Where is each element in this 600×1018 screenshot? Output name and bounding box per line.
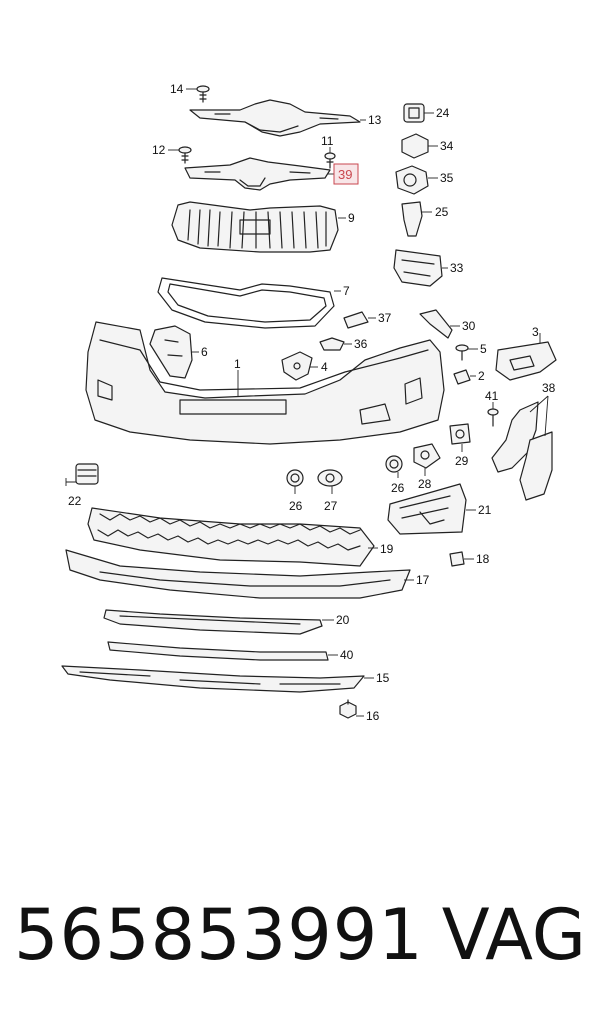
callout-9: 9 [348,211,355,225]
part-14-screw: 14 [170,82,210,103]
callout-27: 27 [324,499,338,513]
part-29-holder: 29 [449,423,471,468]
part-9-grille: 9 [171,201,355,253]
part-26-parking-sensor-left: 26 [286,469,304,513]
callout-29: 29 [455,454,469,468]
callout-14: 14 [170,82,184,96]
callout-3: 3 [532,325,539,339]
callout-22: 22 [68,494,82,508]
part-39-bracket: 39 [184,157,359,191]
callout-24: 24 [436,106,450,120]
part-34-sensor: 34 [401,133,454,159]
part-37-cap: 37 [343,311,392,329]
callout-25: 25 [435,205,449,219]
callout-37: 37 [378,311,392,325]
part-27-sensor-ring: 27 [317,469,343,513]
callout-39-highlight-box [333,163,359,185]
callout-4: 4 [321,360,328,374]
part-38-mounts: 38 [491,381,556,501]
callout-2: 2 [478,369,485,383]
callout-19: 19 [380,542,394,556]
callout-41: 41 [485,389,499,403]
part-3-bracket: 3 [495,325,557,381]
callout-6: 6 [201,345,208,359]
part-22-clips: 22 [65,463,99,508]
part-17-spoiler: 17 [65,549,430,599]
callout-39: 39 [338,167,352,182]
part-26-parking-sensor-right: 26 [385,455,405,495]
callout-12: 12 [152,143,166,157]
callout-5: 5 [480,342,487,356]
callout-30: 30 [462,319,476,333]
part-16-screw: 16 [339,699,380,723]
part-30-guide: 30 [419,309,476,339]
part-28-holder: 28 [413,443,441,491]
part-7-grille-frame: 7 [157,277,350,329]
part-5-screw: 5 [455,342,487,361]
callout-28: 28 [418,477,432,491]
part-2-clip: 2 [453,369,485,385]
callout-15: 15 [376,671,390,685]
callout-16: 16 [366,709,380,723]
part-number: 565853991 [14,894,424,976]
callout-33: 33 [450,261,464,275]
callout-18: 18 [476,552,490,566]
part-6-bracket: 6 [149,325,208,379]
part-40-chrome-strip: 40 [107,641,354,662]
part-19-lower-grille: 19 [87,507,394,567]
callout-7: 7 [343,284,350,298]
part-35-radar-sensor: 35 [395,165,454,195]
part-11-bolt: 11 [321,134,336,169]
part-33-bracket: 33 [393,249,464,287]
part-36-clip: 36 [319,337,368,351]
callout-26-right: 26 [391,481,405,495]
part-15-underbody-guard: 15 [61,665,390,693]
callout-11: 11 [321,134,334,148]
callout-35: 35 [440,171,454,185]
callout-1: 1 [234,357,241,371]
brand-label: VAG [441,894,586,976]
callout-20: 20 [336,613,350,627]
callout-34: 34 [440,139,454,153]
part-4-bracket: 4 [281,351,328,381]
callout-40: 40 [340,648,354,662]
part-18-clip: 18 [449,551,490,567]
callout-21: 21 [478,503,492,517]
part-21-side-grille: 21 [387,483,492,535]
callout-38: 38 [542,381,556,395]
callout-36: 36 [354,337,368,351]
callout-13: 13 [368,113,382,127]
exploded-parts-diagram: 14 13 12 11 39 9 [61,82,557,723]
part-41-screw: 41 [485,389,499,427]
callout-26-left: 26 [289,499,303,513]
part-12-screw: 12 [152,143,192,164]
part-25-bracket: 25 [401,201,449,237]
part-24-sensor: 24 [403,103,450,123]
part-13-upper-carrier: 13 [189,99,382,137]
part-1-bumper-cover: 1 [85,321,445,445]
part-20-trim-strip: 20 [103,609,350,635]
callout-17: 17 [416,573,430,587]
